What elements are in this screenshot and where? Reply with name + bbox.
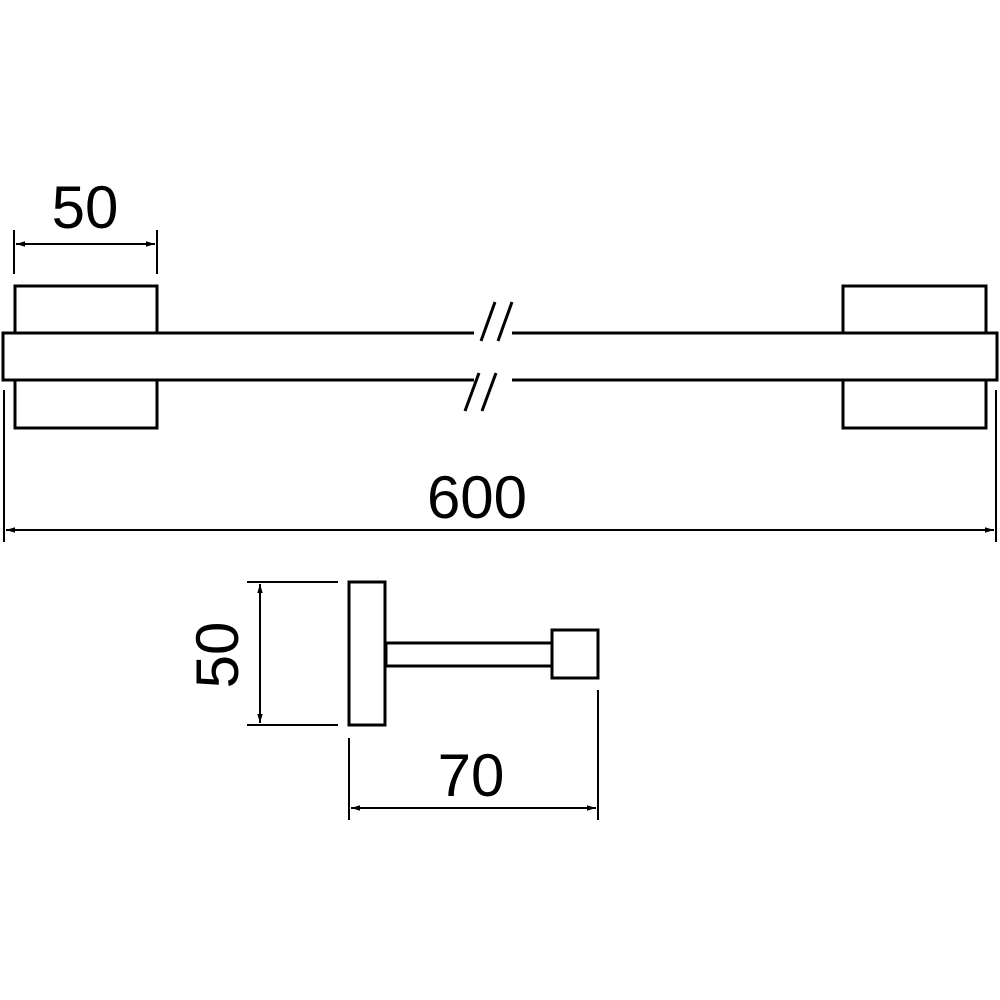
front-view [1, 284, 999, 430]
dim-label-side-depth: 70 [438, 742, 505, 809]
dim-label-side-height: 50 [184, 622, 251, 689]
dim-label-bracket-width: 50 [52, 174, 119, 241]
break-gap [474, 330, 512, 384]
wall-plate [347, 580, 387, 727]
side-view [347, 580, 600, 727]
bar-section [550, 628, 600, 680]
support-arm [384, 641, 554, 668]
dim-bracket-width: 50 [13, 174, 158, 274]
dim-side-height: 50 [184, 581, 338, 726]
break-symbol [463, 301, 514, 412]
dim-total-length: 600 [3, 390, 997, 542]
dim-label-total-length: 600 [427, 464, 527, 531]
dim-side-depth: 70 [348, 690, 599, 820]
